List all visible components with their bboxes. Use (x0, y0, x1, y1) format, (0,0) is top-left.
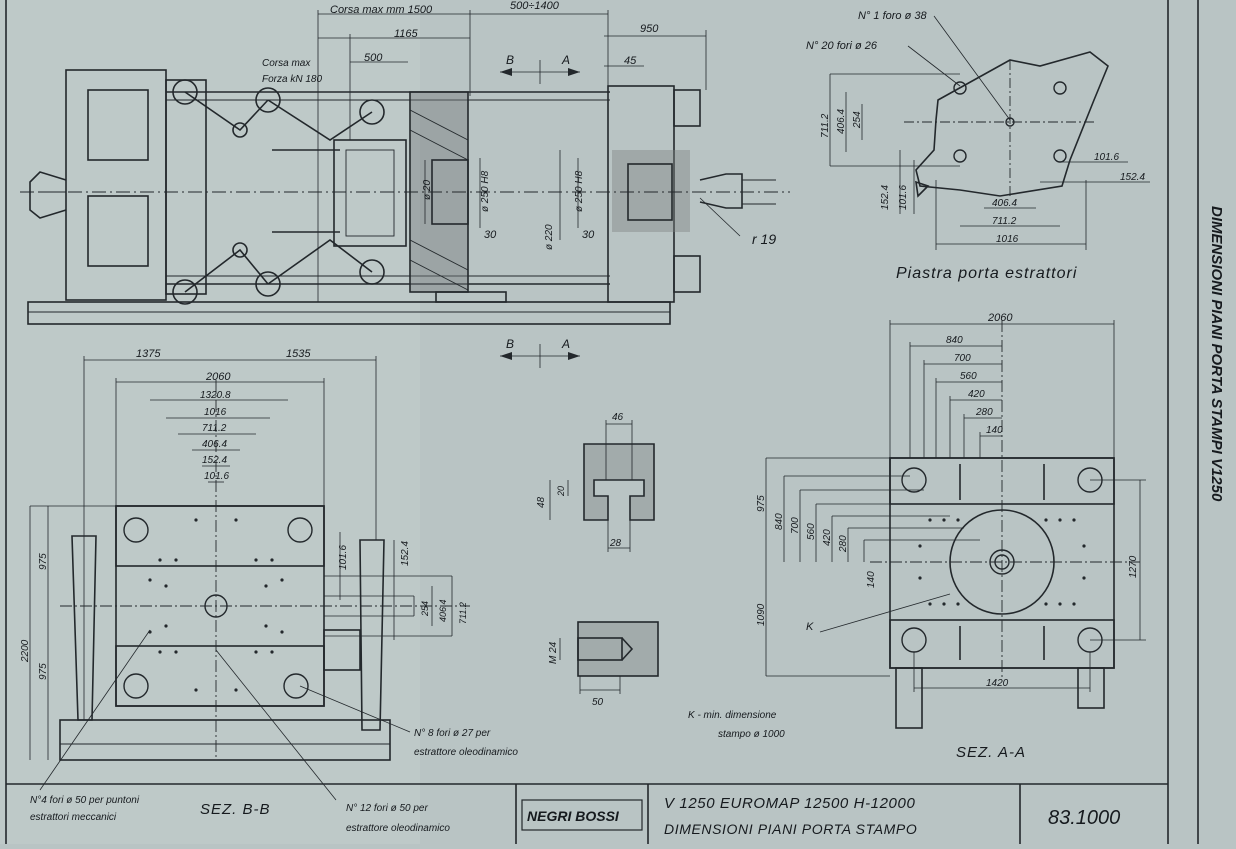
label-950: 950 (640, 23, 659, 35)
aa-v975: 975 (756, 495, 767, 512)
slot-m24: M 24 (548, 641, 559, 664)
bb-v975b: 975 (38, 663, 49, 680)
aa-v840: 840 (774, 513, 785, 530)
brand-logo: NEGRI BOSSI (527, 808, 620, 824)
aa-420: 420 (968, 389, 985, 400)
slot-28: 28 (609, 538, 622, 549)
ejector-b1016: 1016 (996, 234, 1019, 245)
aa-2060: 2060 (987, 312, 1013, 324)
title-block (515, 784, 1021, 844)
aa-caption: SEZ. A-A (956, 744, 1026, 761)
bb-13208: 1320.8 (200, 390, 231, 401)
ejector-lv1524: 152.4 (880, 185, 891, 210)
aa-700: 700 (954, 353, 971, 364)
bb-1375: 1375 (136, 348, 161, 360)
arrow-label-b: B (506, 53, 514, 67)
title-line1: V 1250 EUROMAP 12500 H-12000 (664, 795, 915, 812)
bb-note12: N° 12 fori ø 50 per (346, 803, 428, 814)
slot-20: 20 (556, 486, 566, 497)
label-45: 45 (624, 55, 637, 67)
ejector-lv1016: 101.6 (898, 185, 909, 210)
bb-r1524: 152.4 (400, 541, 411, 566)
bb-r7112: 711.2 (458, 602, 468, 624)
bb-note8: N° 8 fori ø 27 per (414, 728, 491, 739)
aa-k: K (806, 621, 814, 633)
slot-50: 50 (592, 697, 604, 708)
aa-k-note: K - min. dimensione (688, 710, 777, 721)
bb-1535: 1535 (286, 348, 311, 360)
slot-46: 46 (612, 412, 624, 423)
label-phi220: ø 220 (544, 224, 555, 250)
bb-v975a: 975 (38, 553, 49, 570)
ejector-plate-caption: Piastra porta estrattori (896, 265, 1077, 282)
aa-v420: 420 (822, 529, 833, 546)
section-aa-drawing (765, 320, 1146, 729)
bb-r254: 254 (420, 601, 430, 617)
aa-v700: 700 (790, 517, 801, 534)
label-phi250a: ø 250 H8 (480, 170, 491, 212)
slot-48: 48 (536, 496, 547, 508)
ejector-b7112: 711.2 (992, 216, 1017, 227)
bb-2060: 2060 (205, 371, 231, 383)
label-corsa-max2: Corsa max (262, 58, 311, 69)
aa-v1090: 1090 (756, 603, 767, 626)
bb-1016: 1016 (204, 407, 227, 418)
aa-560: 560 (960, 371, 977, 382)
aa-k-note2: stampo ø 1000 (718, 729, 785, 740)
aa-140: 140 (986, 425, 1003, 436)
label-1165: 1165 (394, 28, 419, 40)
bb-note4b: estrattori meccanici (30, 812, 117, 823)
bb-caption: SEZ. B-B (200, 801, 271, 818)
aa-1420: 1420 (986, 678, 1009, 689)
drawing-number: 83.1000 (1048, 807, 1120, 829)
label-30a: 30 (484, 229, 497, 241)
aa-v140: 140 (866, 571, 877, 588)
ejector-v254: 254 (852, 111, 863, 129)
note-20-holes: N° 20 fori ø 26 (806, 40, 878, 52)
bb-4064: 406.4 (202, 439, 227, 450)
label-corsa-max: Corsa max mm 1500 (330, 4, 433, 16)
aa-v280: 280 (838, 535, 849, 553)
ejector-h1016: 101.6 (1094, 152, 1119, 163)
ejector-v4064: 406.4 (836, 109, 847, 134)
bb-note12b: estrattore oleodinamico (346, 823, 450, 834)
drawing-border (5, 0, 1199, 844)
aa-v1270: 1270 (1128, 555, 1139, 578)
section-bb-drawing (29, 356, 470, 801)
paper-shade (0, 0, 420, 844)
ejector-plate-drawing (829, 15, 1150, 250)
title-line2: DIMENSIONI PIANI PORTA STAMPO (664, 821, 917, 837)
bb-v2200: 2200 (20, 639, 31, 663)
ejector-b4064: 406.4 (992, 198, 1017, 209)
label-forza: Forza kN 180 (262, 74, 322, 85)
arrow-label-b2: B (506, 337, 514, 351)
side-title: DIMENSIONI PIANI PORTA STAMPI V1250 (1208, 206, 1225, 502)
bb-note4: N°4 fori ø 50 per puntoni (30, 795, 140, 806)
note-1-hole: N° 1 foro ø 38 (858, 10, 927, 22)
ejector-h1524: 152.4 (1120, 172, 1145, 183)
machine-side-view (20, 10, 790, 368)
bb-r1016: 101.6 (338, 545, 349, 570)
bb-note8b: estrattore oleodinamico (414, 747, 518, 758)
ejector-v7112: 711.2 (820, 113, 831, 138)
label-500: 500 (364, 52, 383, 64)
aa-840: 840 (946, 335, 963, 346)
label-r19: r 19 (752, 231, 776, 247)
bb-r4064: 406.4 (438, 599, 448, 622)
arrow-label-a: A (561, 53, 570, 67)
label-phi250b: ø 250 H8 (574, 170, 585, 212)
bb-1016b: 101.6 (204, 471, 229, 482)
bb-7112: 711.2 (202, 423, 227, 434)
label-range: 500÷1400 (510, 0, 560, 12)
aa-280: 280 (975, 407, 993, 418)
bb-1524: 152.4 (202, 455, 227, 466)
label-phi20: ø 20 (422, 180, 433, 200)
label-30b: 30 (582, 229, 595, 241)
aa-v560: 560 (806, 523, 817, 540)
arrow-label-a2: A (561, 337, 570, 351)
slot-detail-drawing (549, 420, 659, 694)
